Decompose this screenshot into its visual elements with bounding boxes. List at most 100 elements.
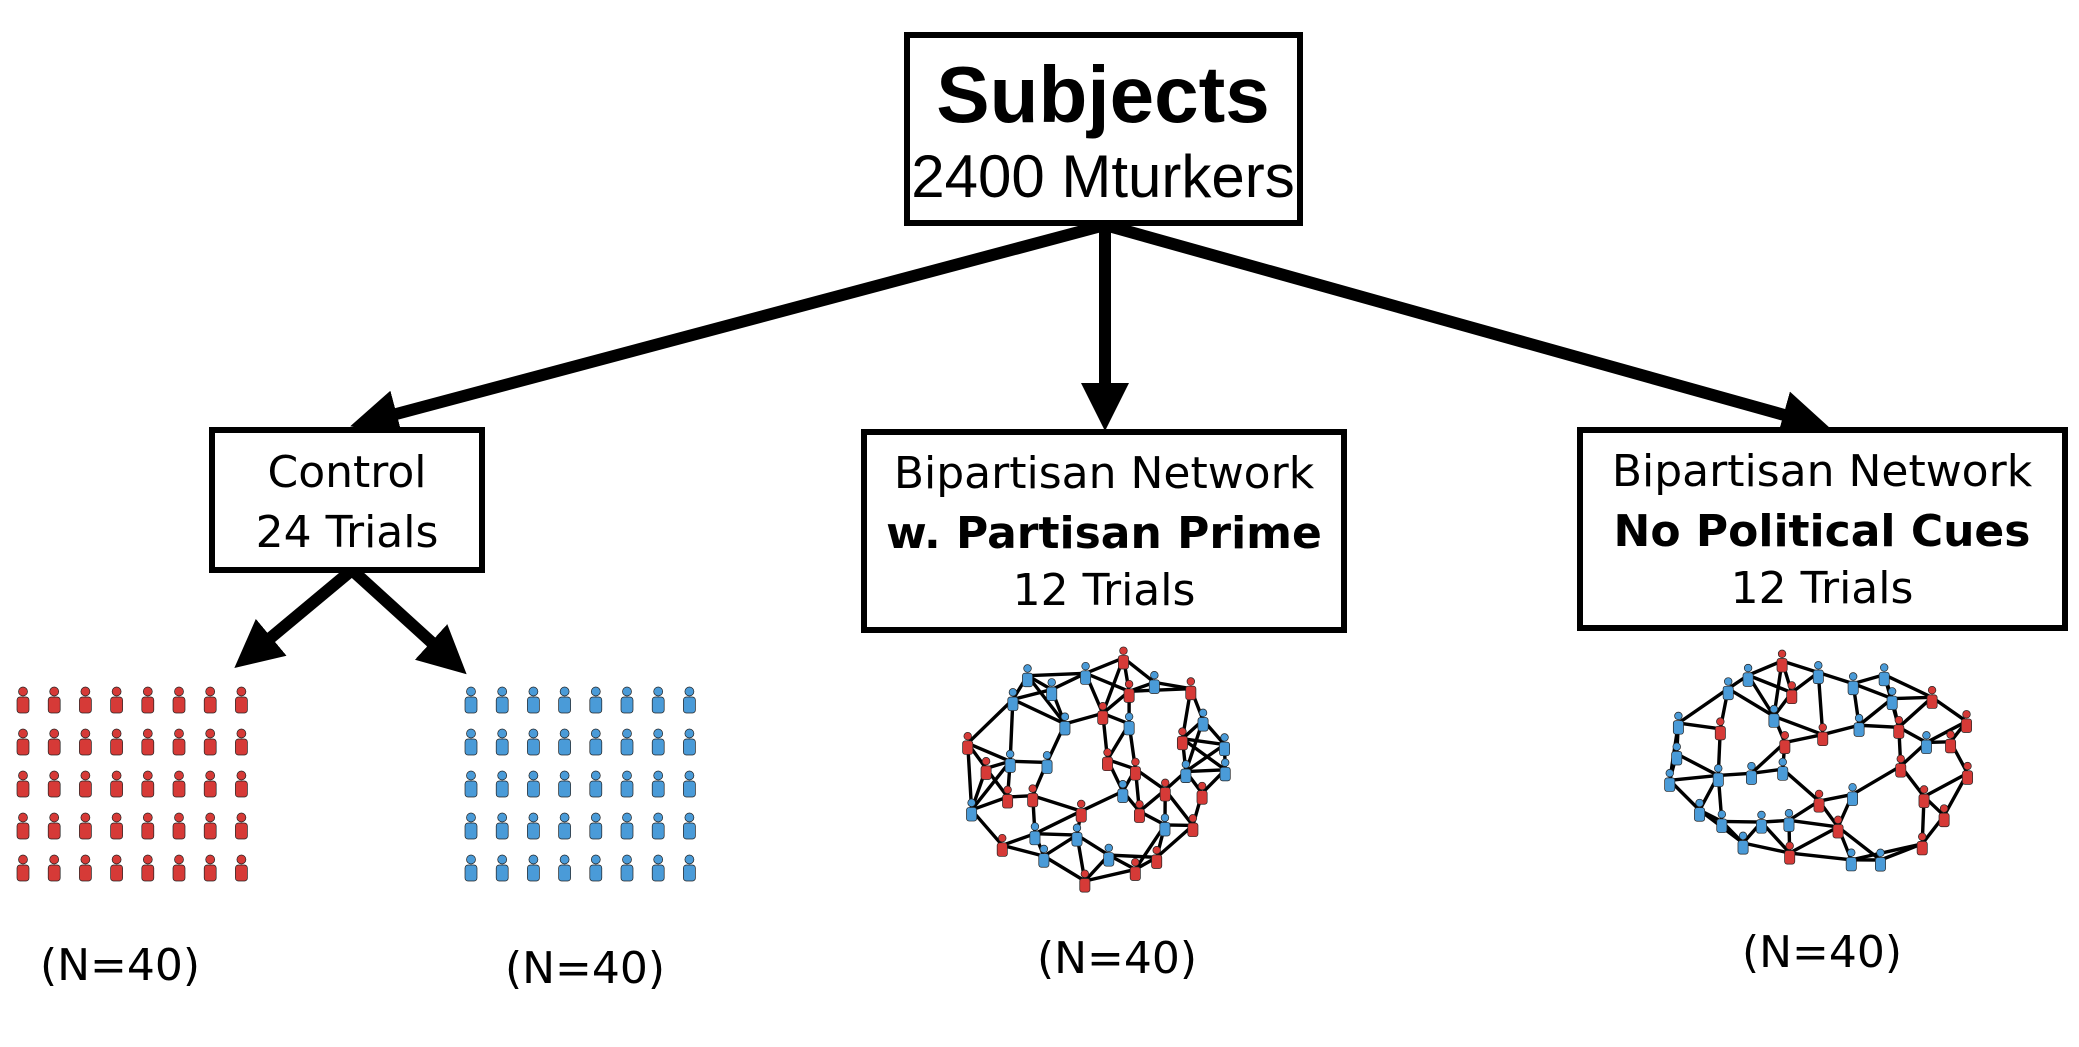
network-edge [1857,723,1901,729]
person-icon [1159,778,1171,802]
person-icon [1962,761,1973,785]
network-edge [1746,659,1784,677]
subjects-subtitle: 2400 Mturkers [911,143,1295,210]
person-icon [1046,678,1058,702]
person-icon [1878,663,1890,687]
person-icon [527,770,540,798]
person-icon [527,812,540,840]
person-icon [558,854,571,882]
person-icon [16,728,30,756]
network-edge [1746,673,1794,695]
person-icon [1041,751,1053,774]
person-icon [47,812,61,840]
person-icon [141,854,155,882]
person-icon [464,812,478,840]
no-cues-network [1664,649,1973,872]
control-republican-count: (N=40) [40,940,200,991]
person-icon [235,686,248,714]
person-icon [203,812,217,840]
network-edge [1836,825,1883,862]
person-icon [1134,800,1145,823]
person-icon [495,812,509,840]
person-icon [558,812,571,840]
network-edge [1676,721,1723,731]
network-edge [1042,833,1079,858]
network-edge [1025,673,1067,726]
person-icon [1672,711,1684,735]
partisan-prime-condition: w. Partisan Prime [886,508,1322,559]
person-icon [172,854,186,882]
person-icon [527,854,540,882]
person-icon [1875,848,1886,872]
person-icon [141,686,155,714]
control-trials: 24 Trials [256,507,439,558]
person-icon [495,770,509,798]
network-edge [1787,825,1840,855]
person-icon [79,812,92,840]
network-edge [1083,656,1126,676]
person-icon [1926,686,1938,709]
person-icon [16,854,30,882]
arrow-to-control-republican [234,565,356,669]
person-icon [1671,742,1683,766]
person-icon [1945,730,1957,754]
person-icon [203,686,217,714]
person-icon [651,686,665,714]
person-icon [235,770,248,798]
person-icon [495,728,509,756]
network-edge [1851,681,1894,701]
network-edge [1025,671,1088,678]
person-icon [1776,649,1788,673]
person-icon [1777,757,1789,781]
person-icon [110,686,123,714]
person-icon [620,686,634,714]
person-icon [1832,815,1844,839]
person-icon [1151,846,1163,869]
person-icon [172,686,186,714]
network-edge [1857,696,1894,727]
person-icon [683,770,696,798]
control-title: Control [267,447,426,498]
person-icon [47,728,61,756]
person-icon [589,854,603,882]
person-icon [203,770,217,798]
network-edge [1011,697,1067,726]
control-box: Control 24 Trials [209,427,485,573]
person-icon [1103,843,1115,867]
person-icon [141,728,155,756]
network-edge [1079,789,1125,813]
person-icon [1185,677,1197,701]
network-edge [1033,809,1083,836]
network-edge [1780,659,1820,675]
network-edge [1675,752,1720,778]
person-icon [651,854,665,882]
person-icon [1071,823,1083,847]
person-icon [1853,713,1865,737]
person-icon [1768,704,1780,728]
subjects-title: Subjects [936,50,1269,139]
person-icon [79,686,92,714]
person-icon [1097,702,1109,725]
person-icon [47,686,61,714]
person-icon [1714,717,1726,741]
person-icon [110,812,123,840]
person-icon [495,854,509,882]
person-icon [1694,798,1706,822]
person-icon [1847,672,1859,696]
network-edge [1787,818,1840,829]
network-edge [1008,759,1049,765]
person-icon [1187,814,1199,837]
person-icon [16,770,30,798]
network-edge [1063,711,1105,726]
person-icon [1712,764,1724,787]
person-icon [683,728,696,756]
person-icon [1219,758,1231,782]
person-icon [620,854,634,882]
no-cues-count: (N=40) [1742,927,1902,978]
person-icon [589,728,603,756]
person-icon [172,812,186,840]
person-icon [1102,748,1113,772]
network-edge [1184,768,1227,774]
person-icon [996,833,1008,857]
person-icon [47,854,61,882]
